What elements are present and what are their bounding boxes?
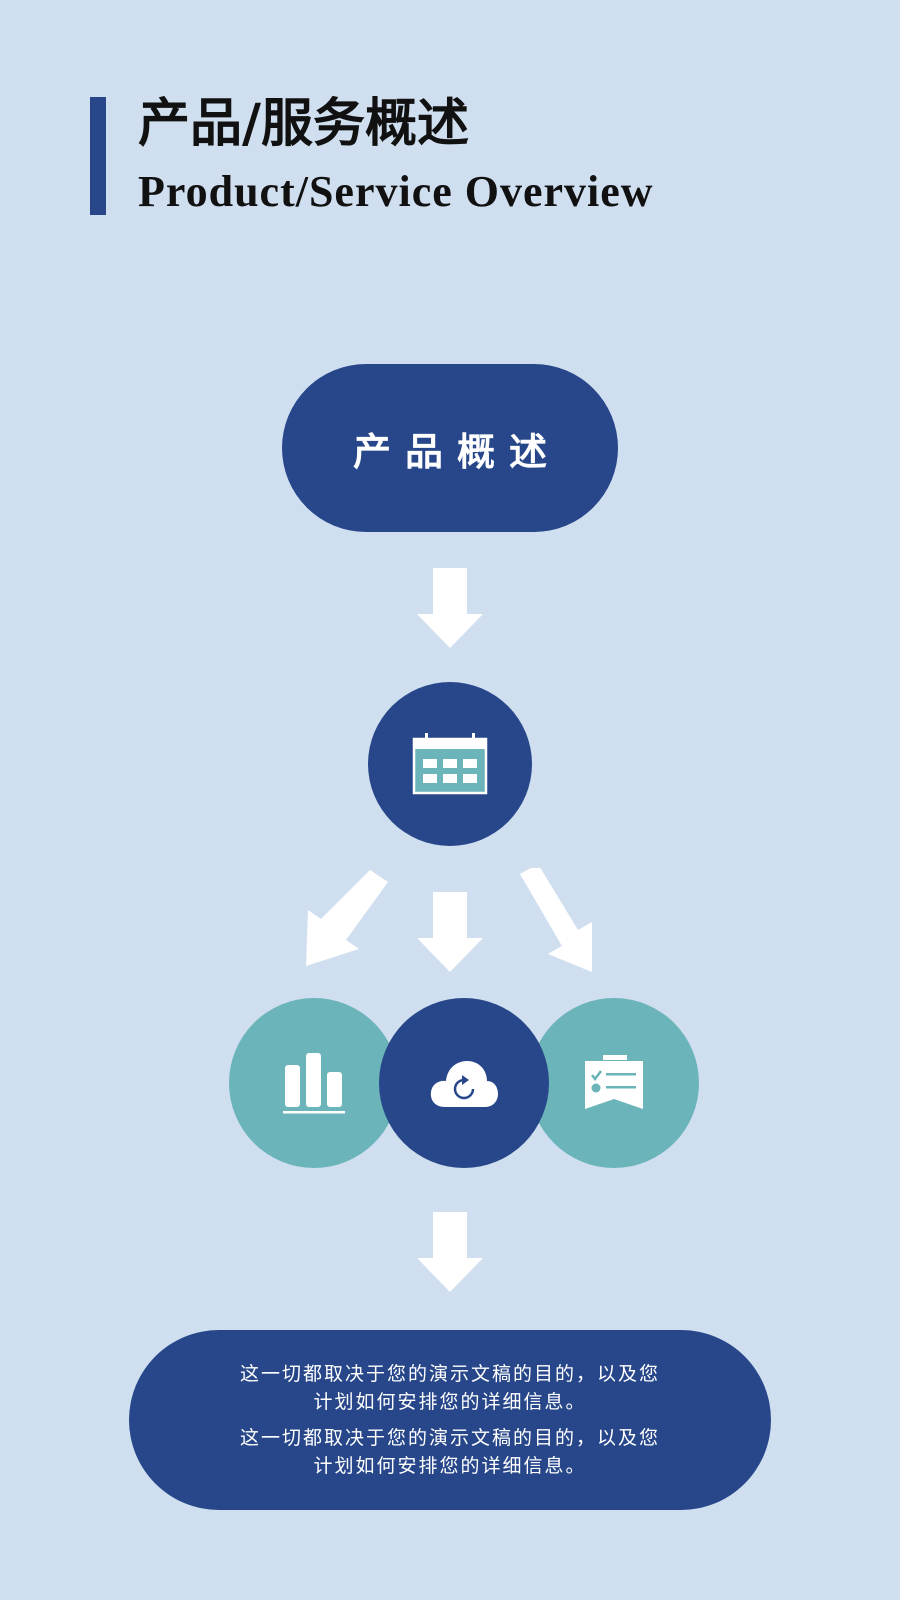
arrow-down-icon [417, 892, 483, 972]
title-accent-bar [90, 97, 106, 215]
bar-chart-icon [283, 1053, 345, 1114]
cloud-node [379, 998, 549, 1168]
arrow-down-icon [417, 568, 483, 648]
description-text: 这一切都取决于您的演示文稿的目的，以及您计划如何安排您的详细信息。 [239, 1427, 660, 1477]
checklist-node [529, 998, 699, 1168]
product-overview-node: 产品概述 [282, 364, 618, 532]
checklist-icon [585, 1055, 643, 1109]
description-text: 这一切都取决于您的演示文稿的目的，以及您计划如何安排您的详细信息。 [239, 1363, 660, 1413]
arrow-down-icon [417, 1212, 483, 1292]
cloud-sync-icon [430, 1061, 498, 1107]
page-subtitle: Product/Service Overview [138, 167, 654, 216]
product-overview-label: 产品概述 [352, 428, 561, 474]
calendar-icon [412, 733, 488, 795]
chart-node [229, 998, 399, 1168]
page-title: 产品/服务概述 [138, 93, 469, 154]
arrow-down-left-icon [306, 870, 388, 966]
arrow-down-right-icon [520, 868, 592, 972]
description-node: 这一切都取决于您的演示文稿的目的，以及您计划如何安排您的详细信息。 这一切都取决… [129, 1330, 771, 1510]
calendar-node [368, 682, 532, 846]
